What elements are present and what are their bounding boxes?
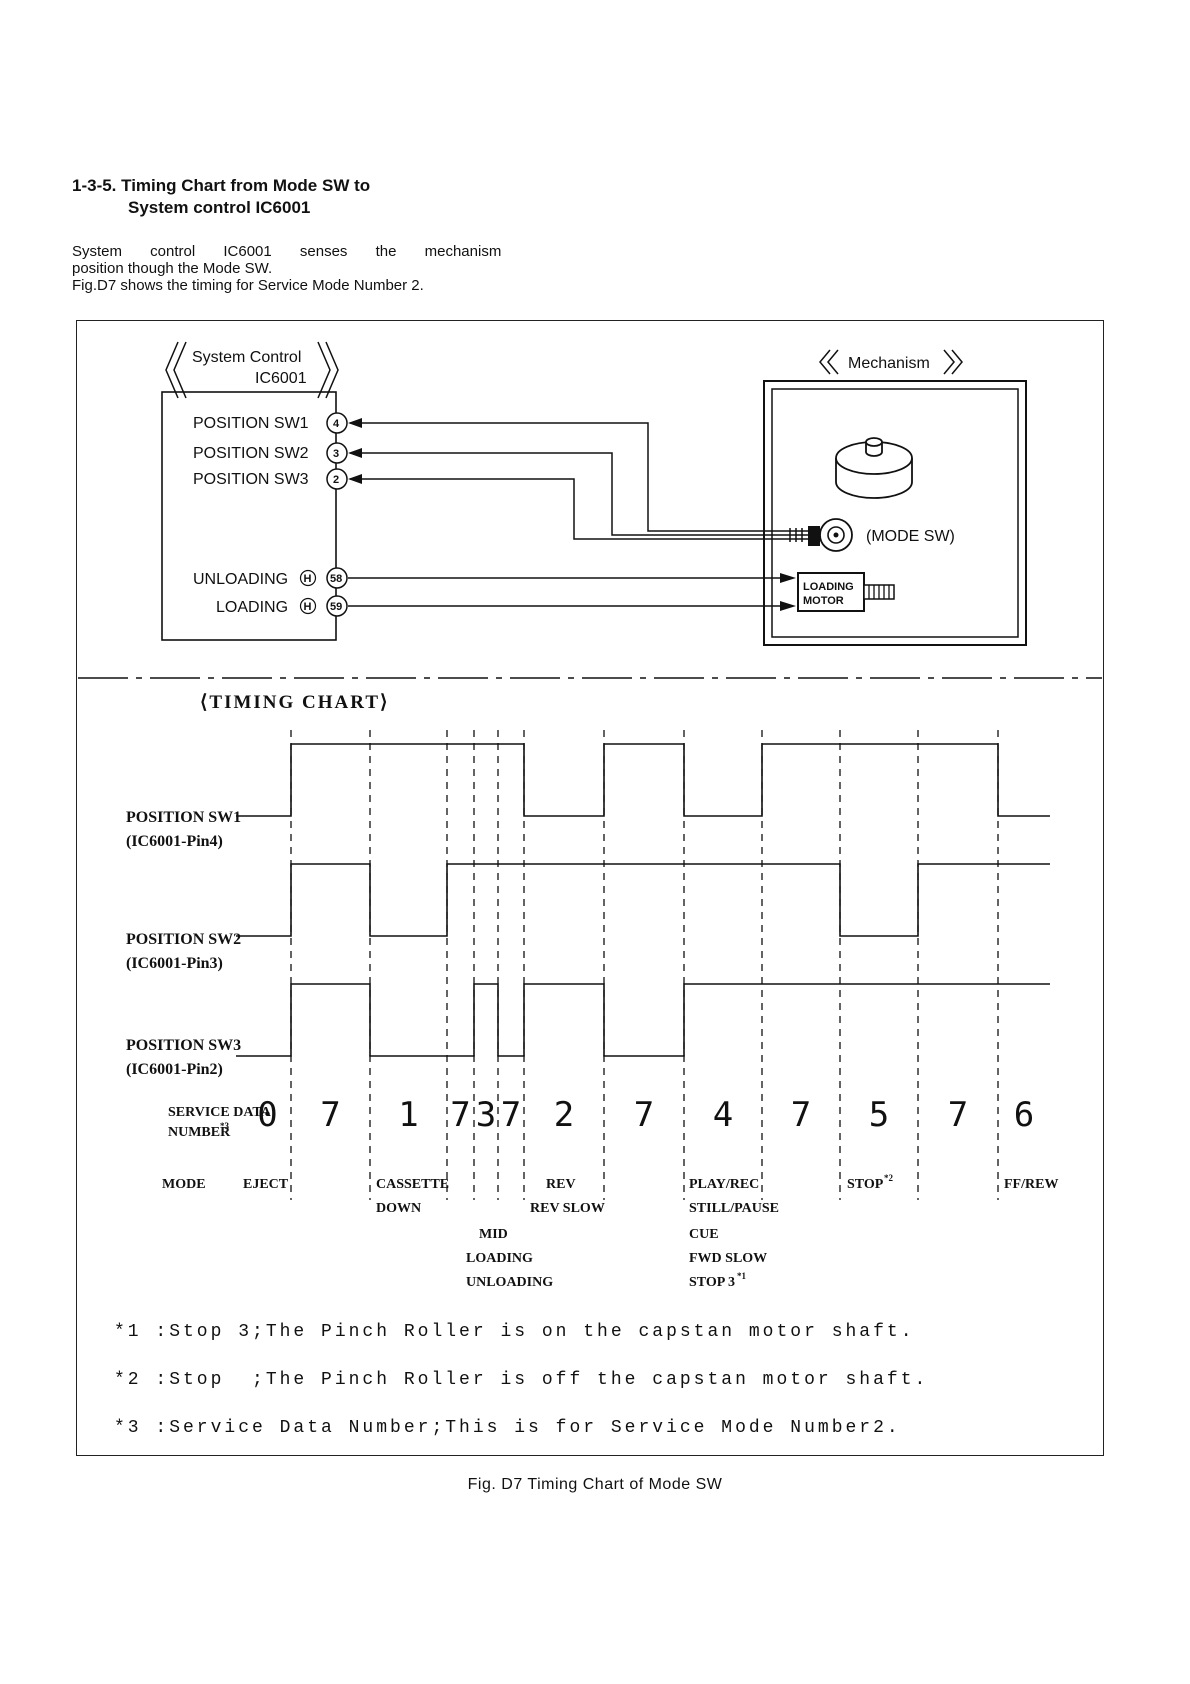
service-data-label-2: NUMBER <box>168 1125 231 1140</box>
service-number-1: 7 <box>320 1095 340 1135</box>
loading-motor-label-2: MOTOR <box>803 595 844 607</box>
h-mark-unloading: H <box>304 573 312 585</box>
motor-arrowheads <box>780 573 796 611</box>
mode-play-rec: PLAY/REC <box>689 1177 759 1192</box>
pin-circles: 4 3 2 58 59 <box>326 412 348 617</box>
section-heading: 1-3-5. Timing Chart from Mode SW to Syst… <box>72 175 370 219</box>
footnote-3: *3 :Service Data Number;This is for Serv… <box>114 1418 901 1438</box>
mode-stop-sup: *2 <box>884 1173 894 1183</box>
mode-stop: STOP <box>847 1177 884 1192</box>
pin-number-4: 4 <box>333 418 340 430</box>
service-number-10: 5 <box>869 1095 889 1135</box>
mode-fwd-slow: FWD SLOW <box>689 1251 767 1266</box>
figure-frame <box>76 320 1104 1456</box>
intro-line-3: Fig.D7 shows the timing for Service Mode… <box>72 277 424 294</box>
service-number-12: 6 <box>1014 1095 1034 1135</box>
mode-stop3: STOP 3 <box>689 1275 735 1290</box>
pin-label-sw1: POSITION SW1 <box>193 415 309 432</box>
heading-line-2: System control IC6001 <box>128 198 311 217</box>
active-high-marks: H H <box>299 569 317 615</box>
heading-line-1: 1-3-5. Timing Chart from Mode SW to <box>72 176 371 195</box>
mode-ff-rew: FF/REW <box>1004 1177 1058 1192</box>
waveform-1 <box>236 743 1050 817</box>
loading-motor-icon: LOADING MOTOR <box>797 572 895 612</box>
mechanism-title: Mechanism <box>819 349 963 375</box>
mechanism-inner-box <box>771 388 1019 638</box>
pin-labels: POSITION SW1 POSITION SW2 POSITION SW3 U… <box>193 415 309 616</box>
service-data-label-1: SERVICE DATA <box>168 1105 272 1120</box>
system-control-label: System Control <box>192 349 301 366</box>
pin-label-sw2: POSITION SW2 <box>193 445 309 462</box>
mode-cue: CUE <box>689 1227 719 1242</box>
loading-motor-label-1: LOADING <box>803 581 854 593</box>
service-number-6: 2 <box>554 1095 574 1135</box>
h-mark-loading: H <box>304 601 312 613</box>
signal-pin-sw3: (IC6001-Pin2) <box>126 1061 223 1078</box>
mode-rev: REV <box>546 1177 576 1192</box>
timing-chart-title: ⟨TIMING CHART⟩ <box>200 692 389 713</box>
service-number-8: 4 <box>713 1095 733 1135</box>
service-number-3: 7 <box>450 1095 470 1135</box>
service-number-0: 0 <box>257 1095 277 1135</box>
footnotes: *1 :Stop 3;The Pinch Roller is on the ca… <box>114 1322 928 1438</box>
service-number-4: 3 <box>476 1095 496 1135</box>
signal-pin-sw2: (IC6001-Pin3) <box>126 955 223 972</box>
service-data-label: SERVICE DATA NUMBER *3 <box>168 1105 272 1140</box>
pin-number-3: 3 <box>333 448 339 460</box>
mode-eject: EJECT <box>243 1177 289 1192</box>
motor-drum-icon <box>835 437 913 499</box>
pin-number-2: 2 <box>333 474 339 486</box>
mode-mid: MID <box>479 1227 508 1242</box>
signal-name-sw1: POSITION SW1 <box>126 809 241 826</box>
footnote-2: *2 :Stop ;The Pinch Roller is off the ca… <box>114 1370 928 1390</box>
mode-down: DOWN <box>376 1201 421 1216</box>
ic6001-box <box>161 391 337 641</box>
pin-number-59: 59 <box>330 601 342 613</box>
mode-still-pause: STILL/PAUSE <box>689 1201 779 1216</box>
system-control-title: System Control IC6001 <box>165 341 339 399</box>
ic-label: IC6001 <box>255 370 307 387</box>
intro-paragraph: System control IC6001 senses the mechani… <box>72 243 501 294</box>
pin-label-sw3: POSITION SW3 <box>193 471 309 488</box>
mode-stop3-sup: *1 <box>737 1271 747 1281</box>
mode-cassette: CASSETTE <box>376 1177 449 1192</box>
signal-labels: POSITION SW1 (IC6001-Pin4) POSITION SW2 … <box>126 809 241 1078</box>
service-data-label-sup: *3 <box>220 1121 230 1131</box>
motor-wires <box>348 577 780 607</box>
mechanism-label: Mechanism <box>848 355 930 372</box>
timing-waveforms <box>236 743 1050 1057</box>
signal-pin-sw1: (IC6001-Pin4) <box>126 833 223 850</box>
mode-switch-icon <box>808 518 853 552</box>
signal-name-sw2: POSITION SW2 <box>126 931 241 948</box>
service-number-9: 7 <box>791 1095 811 1135</box>
intro-line-1: System control IC6001 senses the mechani… <box>72 243 502 260</box>
signal-name-sw3: POSITION SW3 <box>126 1037 241 1054</box>
service-number-11: 7 <box>948 1095 968 1135</box>
mode-row-label: MODE <box>162 1177 206 1192</box>
mode-switch-wires <box>350 422 808 542</box>
mechanism-outer-box <box>763 380 1027 646</box>
intro-line-2: position though the Mode SW. <box>72 260 273 277</box>
wire-arrowheads <box>348 418 362 484</box>
mode-labels: EJECT CASSETTE DOWN MID LOADING UNLOADIN… <box>243 1173 1058 1290</box>
waveform-2 <box>236 863 1050 937</box>
pin-number-58: 58 <box>330 573 342 585</box>
footnote-1: *1 :Stop 3;The Pinch Roller is on the ca… <box>114 1322 915 1342</box>
service-number-7: 7 <box>634 1095 654 1135</box>
mode-loading: LOADING <box>466 1251 533 1266</box>
mode-sw-label: (MODE SW) <box>866 528 955 545</box>
pin-label-loading: LOADING <box>216 599 288 616</box>
mode-unloading: UNLOADING <box>466 1275 553 1290</box>
pin-label-unloading: UNLOADING <box>193 571 288 588</box>
waveform-3 <box>236 983 1050 1057</box>
service-number-2: 1 <box>398 1095 418 1135</box>
figure-caption: Fig. D7 Timing Chart of Mode SW <box>467 1476 723 1493</box>
service-number-5: 7 <box>501 1095 521 1135</box>
mode-rev-slow: REV SLOW <box>530 1201 605 1216</box>
